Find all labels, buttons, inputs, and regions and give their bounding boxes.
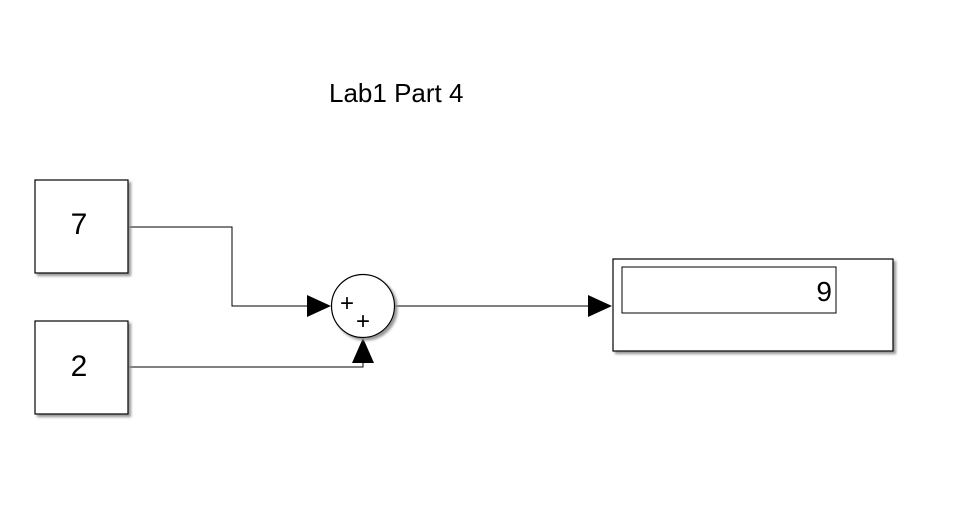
signal-line-bottom-to-sum[interactable]	[129, 362, 364, 368]
sum-sign-1: +	[340, 290, 354, 317]
display-block[interactable]: 9	[612, 258, 894, 352]
arrowhead-display-input	[588, 295, 612, 317]
constant-bottom-value: 2	[71, 350, 88, 383]
arrowhead-sum-input-2	[352, 338, 374, 363]
display-value: 9	[816, 276, 832, 307]
display-value-field	[621, 266, 837, 314]
arrowhead-sum-input-1	[307, 295, 331, 317]
constant-top-value: 7	[71, 208, 88, 241]
constant-block-top[interactable]: 7	[34, 179, 129, 274]
sum-block[interactable]: + +	[330, 273, 396, 339]
sum-sign-2: +	[356, 308, 370, 335]
model-annotation: Lab1 Part 4	[329, 78, 464, 108]
constant-block-bottom[interactable]: 2	[34, 320, 129, 415]
signal-line-top-to-sum[interactable]	[129, 226, 308, 307]
